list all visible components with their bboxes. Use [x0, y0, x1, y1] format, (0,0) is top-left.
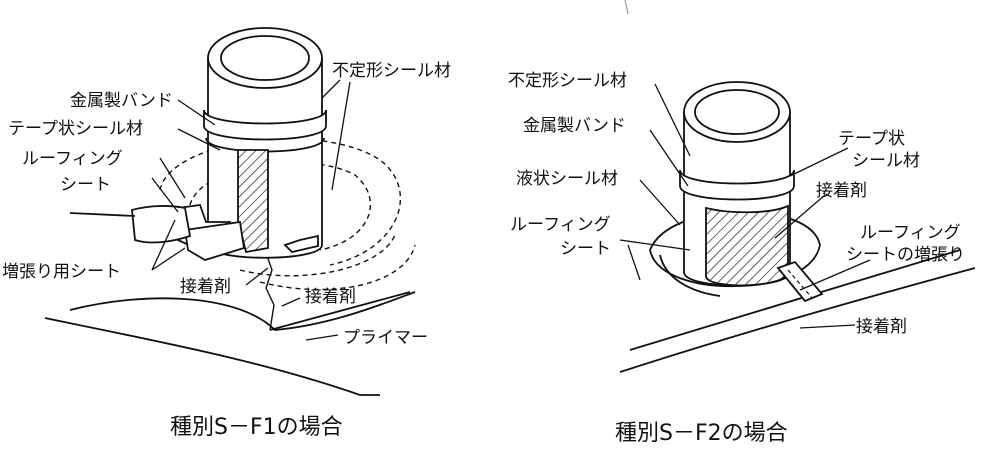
right-hatched-section [705, 204, 789, 287]
left-label-primer: プライマー [343, 328, 428, 348]
right-label-tape-2: シール材 [852, 151, 920, 171]
left-label-secchaku-b: 接着剤 [305, 287, 356, 307]
right-leaders [619, 83, 871, 329]
right-substrate-mid [629, 249, 961, 351]
left-pipe-top-outer [207, 27, 323, 89]
right-label-secchaku-a: 接着剤 [816, 181, 867, 201]
left-reinforce-sheet [183, 220, 246, 261]
left-roofing-protrude [131, 205, 192, 244]
right-label-kinzoku: 金属製バンド [523, 116, 626, 136]
left-metal-band [203, 109, 327, 141]
right-labels: 不定形シール材 金属製バンド テープ状 シール材 液状シール材 接着剤 ルーフィ… [508, 71, 965, 446]
left-label-roofing-1: ルーフィング [22, 149, 123, 169]
right-reinforce-strip [776, 260, 824, 303]
left-labels: 不定形シール材 金属製バンド テープ状シール材 ルーフィング シート 増張り用シ… [2, 61, 451, 440]
left-caption: 種別S－F1の場合 [170, 415, 343, 440]
left-leaders [151, 79, 351, 341]
right-metal-band [679, 169, 795, 201]
left-membrane-line [269, 291, 411, 331]
left-label-secchaku-a: 接着剤 [180, 277, 231, 297]
left-pointer-bar [69, 212, 136, 217]
left-hatched-section [237, 149, 269, 254]
right-label-roofing-1: ルーフィング [510, 215, 611, 235]
right-label-futeikei: 不定形シール材 [508, 71, 627, 91]
right-caption: 種別S－F2の場合 [615, 421, 788, 446]
left-substrate-top [69, 291, 416, 331]
right-label-mashi-2: シートの増張り [846, 245, 965, 265]
right-label-tape-1: テープ状 [838, 129, 905, 149]
right-strip-dash [787, 269, 813, 299]
right-label-mashi-1: ルーフィング [860, 223, 961, 243]
left-pipe-top-inner [220, 35, 310, 81]
left-figure [44, 27, 416, 396]
left-substrate-bottom [44, 317, 380, 396]
left-label-roofing-2: シート [60, 175, 111, 195]
edge-mark [624, 0, 629, 15]
left-label-tape: テープ状シール材 [8, 119, 143, 139]
left-base-bracket [283, 234, 319, 253]
left-label-mashibari: 増張り用シート [2, 262, 121, 282]
right-flange-rim [659, 254, 721, 297]
left-label-futeikei: 不定形シール材 [332, 61, 451, 81]
right-label-secchaku-b: 接着剤 [856, 317, 907, 337]
right-pipe-top-outer [683, 81, 791, 143]
right-substrate-top [619, 267, 976, 373]
right-label-roofing-2: シート [560, 239, 611, 259]
right-pipe-top-inner [694, 89, 780, 135]
left-crack [264, 249, 275, 331]
left-label-kinzoku: 金属製バンド [70, 91, 173, 111]
right-figure [619, 81, 976, 373]
right-label-ekijo: 液状シール材 [516, 169, 618, 189]
